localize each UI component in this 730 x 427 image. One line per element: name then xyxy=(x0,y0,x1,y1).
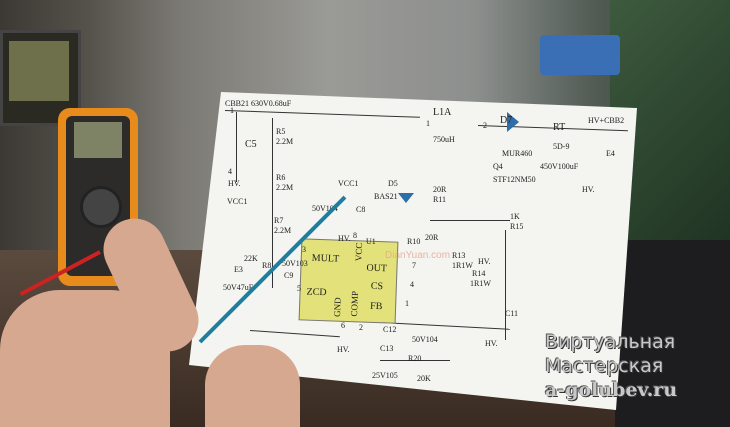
label: C13 xyxy=(380,344,394,353)
label: E4 xyxy=(606,149,615,158)
pin-number: 4 xyxy=(228,167,232,176)
pin-gnd: GND xyxy=(331,297,343,318)
pin-zcd: ZCD xyxy=(306,286,327,299)
label: 50V104 xyxy=(412,335,438,344)
label: HV. xyxy=(338,234,351,243)
label: U1 xyxy=(366,237,376,246)
ic-u1: MULT VCC OUT CS ZCD GND COMP FB xyxy=(298,238,399,324)
label: 750uH xyxy=(433,135,455,144)
label: BAS21 xyxy=(374,192,398,201)
label: D7 xyxy=(500,115,513,126)
pin-mult: MULT xyxy=(311,252,340,265)
pin-fb: FB xyxy=(369,300,383,313)
label: R5 xyxy=(276,127,286,136)
label: 50V103 xyxy=(282,259,308,268)
label: HV. xyxy=(582,185,595,194)
label: C9 xyxy=(284,271,294,280)
label: 50V47uF xyxy=(223,283,254,292)
label: VCC1 xyxy=(338,179,359,188)
pin-number: 5 xyxy=(297,284,301,293)
pin-number: 2 xyxy=(359,323,363,332)
watermark: DianYuan.com xyxy=(385,250,451,261)
label: CBB21 630V0.68uF xyxy=(225,99,292,108)
label: VCC1 xyxy=(227,197,248,206)
left-arm xyxy=(0,290,170,427)
label: 5D-9 xyxy=(553,142,570,151)
label: D5 xyxy=(388,179,398,188)
label: 22K xyxy=(244,254,258,263)
pin-number: 7 xyxy=(412,261,416,270)
pin-number: 4 xyxy=(410,280,414,289)
label: HV+CBB2 xyxy=(588,116,625,125)
label: R6 xyxy=(276,173,286,182)
label: 2.2M xyxy=(276,137,294,146)
label: HV. xyxy=(485,339,498,348)
label: STF12NM50 xyxy=(493,175,536,184)
ribbon-cable xyxy=(540,35,620,75)
pin-number: 1 xyxy=(426,119,430,128)
label: HV. xyxy=(228,179,241,188)
label: 20R xyxy=(425,233,439,242)
multimeter-dial xyxy=(80,186,122,228)
pin-number: 8 xyxy=(353,231,357,240)
pin-vcc: VCC xyxy=(353,242,365,262)
label: RT xyxy=(553,122,566,133)
label: R8 xyxy=(262,261,272,270)
label: MUR460 xyxy=(502,149,533,158)
label: 25V105 xyxy=(372,371,398,380)
pin-number: 1 xyxy=(230,106,234,115)
pin-number: 6 xyxy=(341,321,345,330)
multimeter-display xyxy=(74,122,122,158)
label: 2.2M xyxy=(274,226,292,235)
label: 50V104 xyxy=(312,204,338,213)
label: R11 xyxy=(433,195,447,204)
label: R10 xyxy=(407,237,421,246)
label: 1K xyxy=(510,212,520,221)
label: Q4 xyxy=(493,162,503,171)
pin-number: 1 xyxy=(405,299,409,308)
pin-cs: CS xyxy=(370,280,384,293)
label: 2.2M xyxy=(276,183,294,192)
label: C12 xyxy=(383,325,397,334)
label: R13 xyxy=(452,251,466,260)
channel-url: a-golubev.ru xyxy=(545,379,678,401)
label: 1R1W xyxy=(452,261,473,270)
label: 20K xyxy=(417,374,431,383)
label: 20R xyxy=(433,185,447,194)
label: R20 xyxy=(408,354,422,363)
label: C5 xyxy=(245,139,257,150)
diode-symbol-d7 xyxy=(507,112,519,132)
label: R7 xyxy=(274,216,284,225)
label: HV. xyxy=(337,345,350,354)
multimeter xyxy=(58,108,138,286)
channel-title-line2: Мастерская xyxy=(545,355,664,377)
pin-comp: COMP xyxy=(349,290,360,317)
tv-chassis xyxy=(615,240,730,427)
pin-number: 3 xyxy=(302,245,306,254)
label: 1R1W xyxy=(470,279,491,288)
right-hand xyxy=(205,345,300,427)
label: C11 xyxy=(505,309,519,318)
label: E3 xyxy=(234,265,243,274)
label: R14 xyxy=(472,269,486,278)
diode-symbol-d5 xyxy=(398,193,414,203)
label: 450V100uF xyxy=(540,162,579,171)
pin-number: 2 xyxy=(483,121,487,130)
channel-title-line1: Виртуальная xyxy=(545,331,676,353)
label: L1A xyxy=(433,107,452,118)
label: HV. xyxy=(478,257,491,266)
oscilloscope xyxy=(0,30,81,126)
label: R15 xyxy=(510,222,524,231)
oscilloscope-screen xyxy=(9,41,69,101)
label: C8 xyxy=(356,205,366,214)
